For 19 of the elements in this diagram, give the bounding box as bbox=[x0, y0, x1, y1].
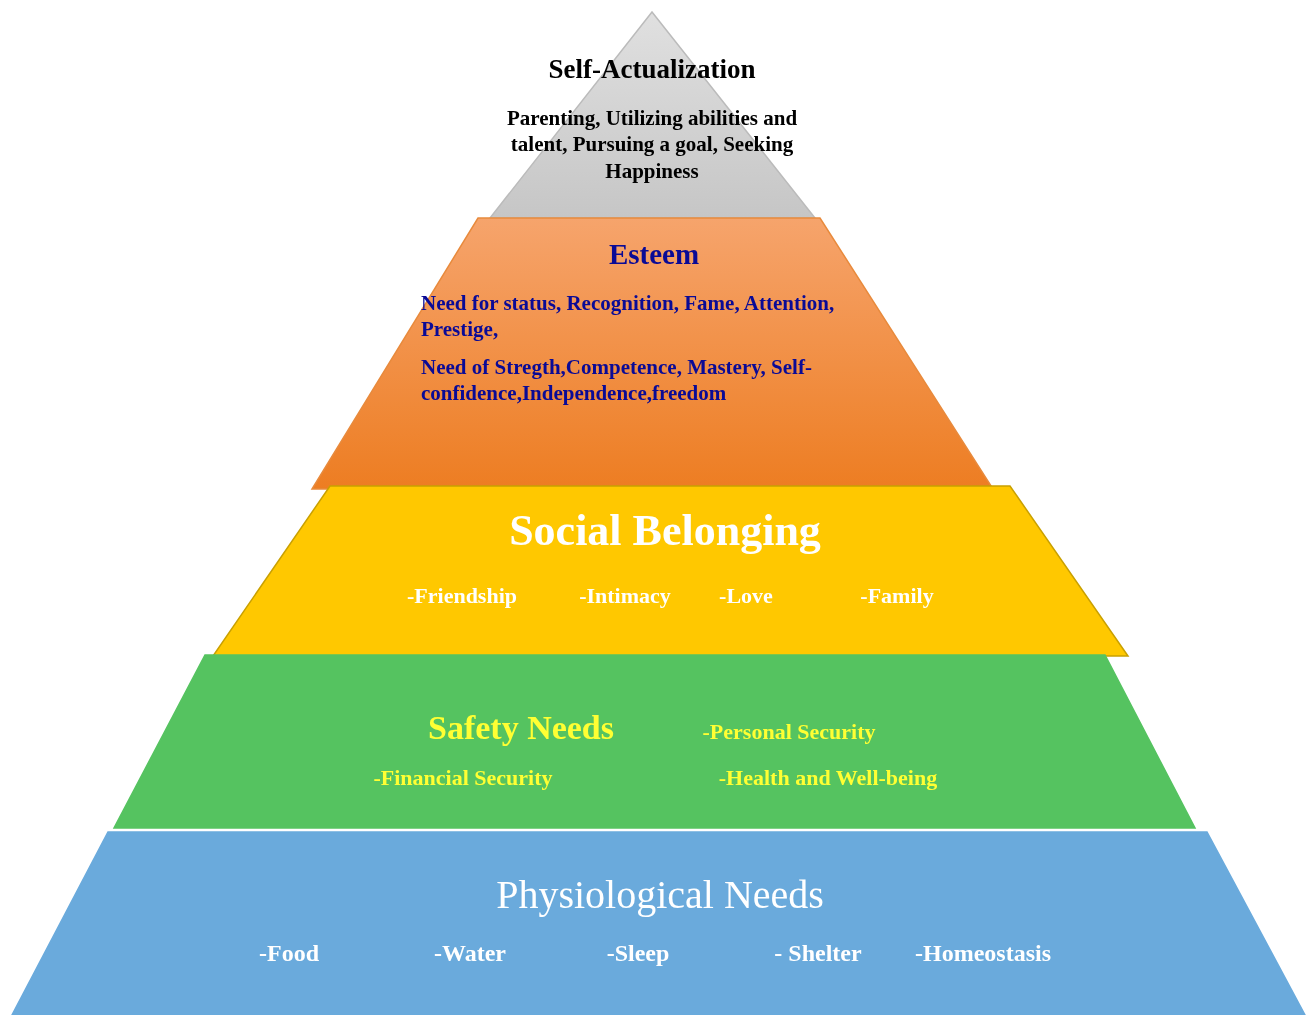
need-item: -Financial Security bbox=[373, 764, 553, 792]
need-item: - Shelter bbox=[774, 938, 862, 968]
need-description: Need of Stregth,Competence, Mastery, Self-confidence,Independence,freedom bbox=[421, 354, 813, 407]
need-item: -Friendship bbox=[407, 582, 517, 610]
need-item: -Homeostasis bbox=[915, 938, 1051, 968]
need-description: Parenting, Utilizing abilities and talent, Pursuing a goal, Seeking Happiness bbox=[505, 104, 799, 184]
level-title: Social Belonging bbox=[509, 504, 821, 557]
need-item: -Intimacy bbox=[579, 582, 671, 610]
level-title: Physiological Needs bbox=[496, 871, 824, 919]
level-title: Self-Actualization bbox=[548, 52, 756, 86]
need-item: -Water bbox=[434, 938, 506, 968]
need-item: -Personal Security bbox=[702, 718, 876, 746]
level-title: Esteem bbox=[608, 236, 700, 272]
need-item: -Health and Well-being bbox=[718, 764, 938, 792]
need-item: -Love bbox=[719, 582, 773, 610]
level-title: Safety Needs bbox=[428, 707, 614, 748]
need-item: -Sleep bbox=[606, 938, 670, 968]
need-item: -Food bbox=[259, 938, 319, 968]
need-item: -Family bbox=[860, 582, 934, 610]
